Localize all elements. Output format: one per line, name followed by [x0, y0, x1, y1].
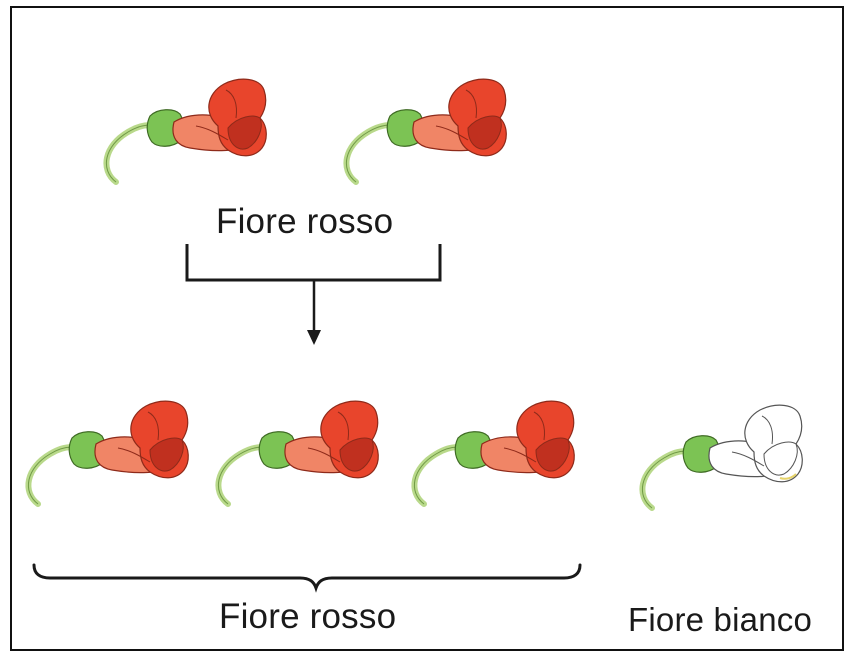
offspring-flower-red-3	[414, 401, 574, 504]
parents-label: Fiore rosso	[216, 204, 393, 239]
offspring-brace	[34, 565, 580, 588]
offspring-flower-red-2	[218, 401, 378, 504]
offspring-white-label: Fiore bianco	[628, 603, 812, 636]
offspring-flower-red-1	[28, 401, 188, 504]
cross-bracket	[187, 244, 440, 345]
offspring-flower-white	[642, 405, 802, 508]
parent-flower-red-1	[106, 79, 266, 182]
offspring-red-label: Fiore rosso	[219, 599, 396, 634]
parent-flower-red-2	[346, 79, 506, 182]
